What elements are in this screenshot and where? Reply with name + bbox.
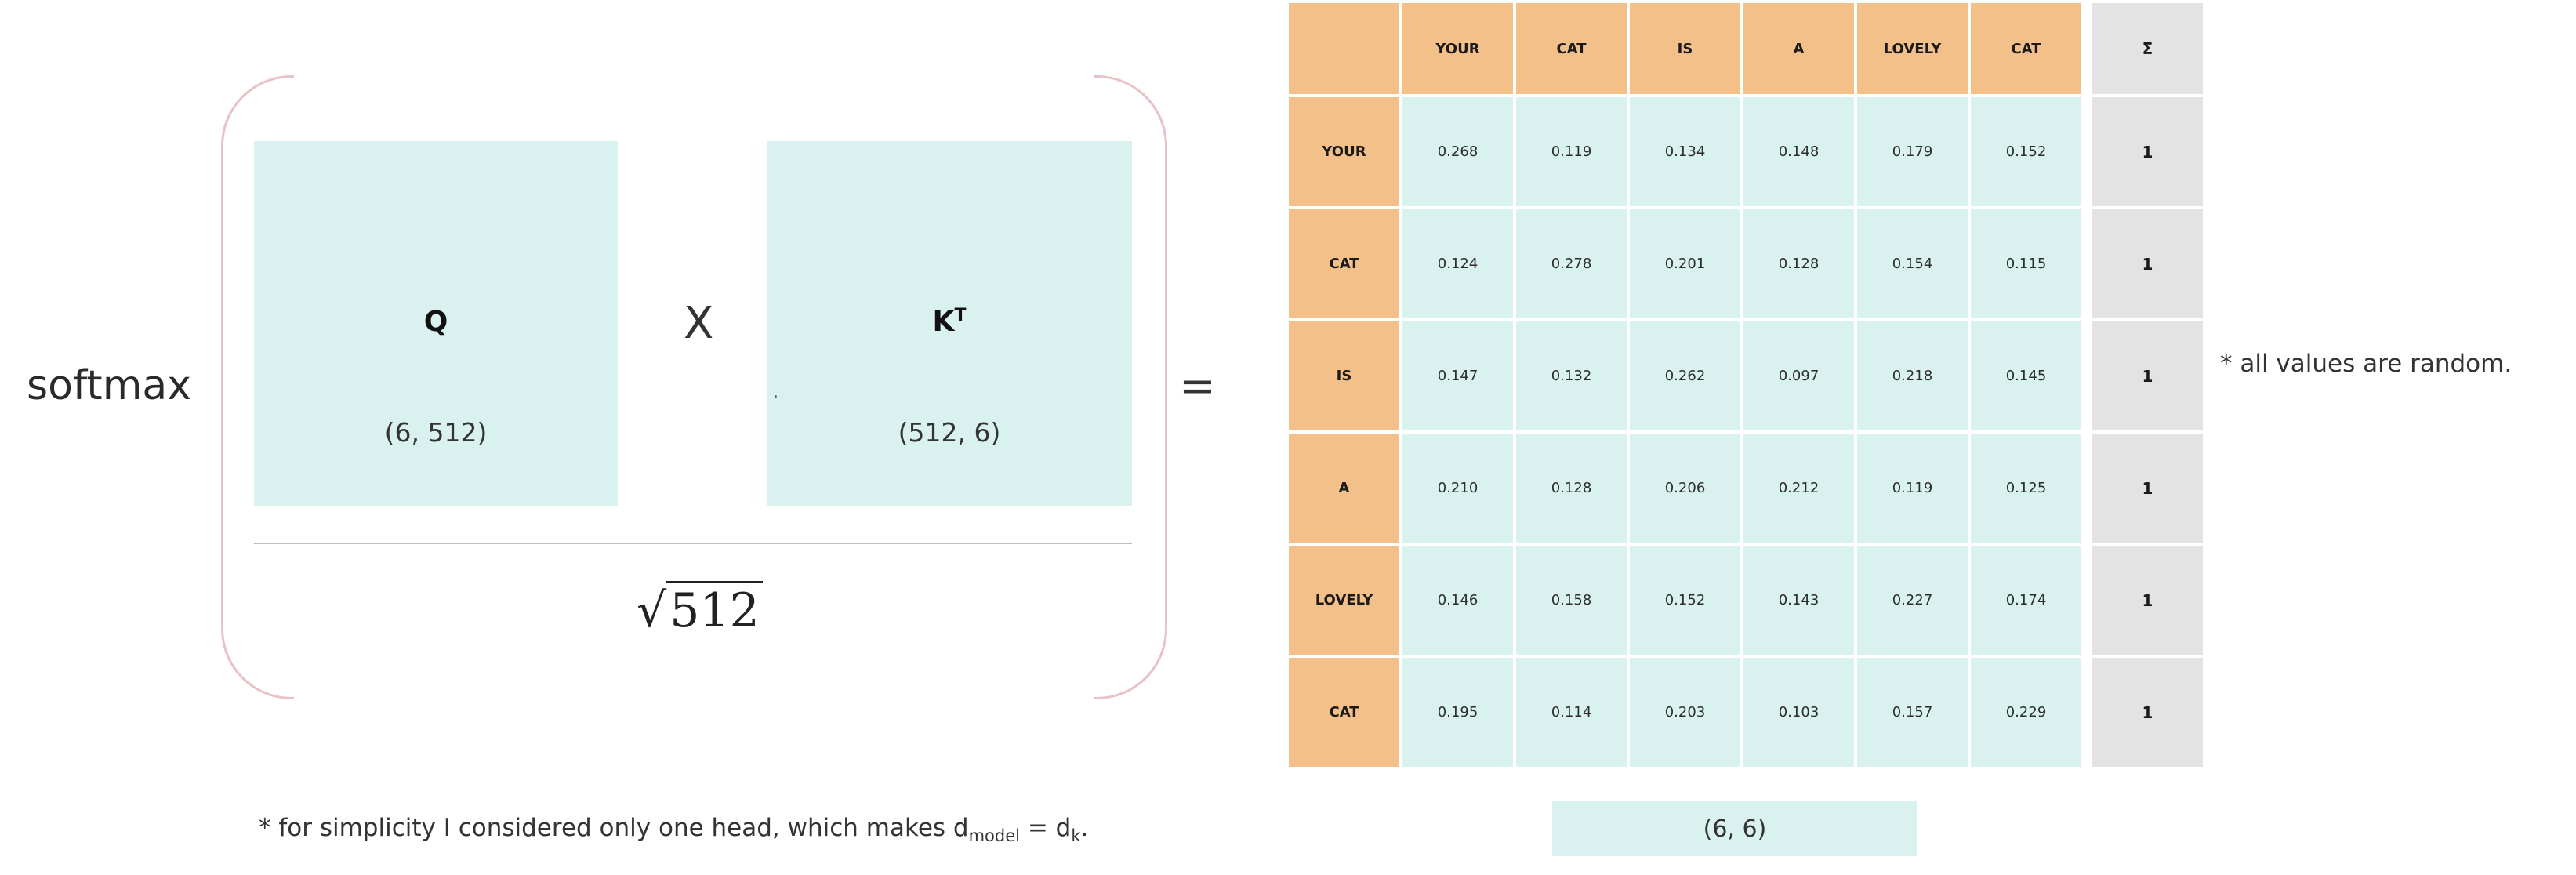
- score-cell: 0.278: [1516, 209, 1627, 318]
- note-subscript-model: model: [968, 826, 1020, 846]
- table-row: A 0.210 0.128 0.206 0.212 0.119 0.125 1: [1289, 434, 2203, 543]
- kt-transpose-sup: T: [954, 306, 967, 325]
- score-cell: 0.154: [1857, 209, 1968, 318]
- score-cell: 0.210: [1402, 434, 1513, 543]
- score-cell: 0.152: [1971, 97, 2081, 206]
- score-cell: 0.128: [1743, 209, 1854, 318]
- column-gap: [2084, 97, 2089, 206]
- row-sum-cell: 1: [2092, 209, 2203, 318]
- score-cell: 0.097: [1743, 321, 1854, 430]
- score-cell: 0.158: [1516, 546, 1627, 655]
- table-row: IS 0.147 0.132 0.262 0.097 0.218 0.145 1: [1289, 321, 2203, 430]
- column-gap: [2084, 3, 2089, 94]
- score-cell: 0.147: [1402, 321, 1513, 430]
- row-header: CAT: [1289, 658, 1399, 767]
- score-cell: 0.146: [1402, 546, 1513, 655]
- score-cell: 0.206: [1630, 434, 1740, 543]
- column-gap: [2084, 321, 2089, 430]
- score-cell: 0.201: [1630, 209, 1740, 318]
- column-header: IS: [1630, 3, 1740, 94]
- table-row: CAT 0.195 0.114 0.203 0.103 0.157 0.229 …: [1289, 658, 2203, 767]
- score-cell: 0.145: [1971, 321, 2081, 430]
- score-cell: 0.152: [1630, 546, 1740, 655]
- single-head-note: * for simplicity I considered only one h…: [259, 814, 1088, 845]
- kt-letter: K: [932, 306, 955, 338]
- sum-header: Σ: [2092, 3, 2203, 94]
- score-cell: 0.143: [1743, 546, 1854, 655]
- random-values-note: * all values are random.: [2220, 350, 2513, 378]
- column-header: YOUR: [1402, 3, 1513, 94]
- score-cell: 0.119: [1516, 97, 1627, 206]
- table-row: LOVELY 0.146 0.158 0.152 0.143 0.227 0.1…: [1289, 546, 2203, 655]
- score-cell: 0.195: [1402, 658, 1513, 767]
- row-header: A: [1289, 434, 1399, 543]
- q-matrix-name: Q: [423, 306, 448, 338]
- softmax-label: softmax: [27, 362, 191, 409]
- score-cell: 0.119: [1857, 434, 1968, 543]
- score-cell: 0.157: [1857, 658, 1968, 767]
- row-sum-cell: 1: [2092, 434, 2203, 543]
- score-cell: 0.148: [1743, 97, 1854, 206]
- score-cell: 0.132: [1516, 321, 1627, 430]
- sqrt-denominator: √512: [637, 581, 763, 638]
- column-gap: [2084, 546, 2089, 655]
- kt-matrix-dim: (512, 6): [898, 417, 1001, 448]
- column-header: A: [1743, 3, 1854, 94]
- column-header: CAT: [1516, 3, 1627, 94]
- score-cell: 0.134: [1630, 97, 1740, 206]
- row-header: LOVELY: [1289, 546, 1399, 655]
- note-text-end: .: [1080, 814, 1089, 842]
- score-cell: 0.268: [1402, 97, 1513, 206]
- equals-sign: =: [1179, 361, 1216, 412]
- column-gap: [2084, 434, 2089, 543]
- column-gap: [2084, 658, 2089, 767]
- row-sum-cell: 1: [2092, 546, 2203, 655]
- score-cell: 0.262: [1630, 321, 1740, 430]
- table-header-row: YOUR CAT IS A LOVELY CAT Σ: [1289, 3, 2203, 94]
- q-matrix-dim: (6, 512): [384, 417, 488, 448]
- table-row: YOUR 0.268 0.119 0.134 0.148 0.179 0.152…: [1289, 97, 2203, 206]
- score-cell: 0.179: [1857, 97, 1968, 206]
- row-header: IS: [1289, 321, 1399, 430]
- corner-header-cell: [1289, 3, 1399, 94]
- note-subscript-k: k: [1071, 826, 1081, 846]
- score-cell: 0.229: [1971, 658, 2081, 767]
- note-text-equals: = d: [1019, 814, 1072, 842]
- row-header: YOUR: [1289, 97, 1399, 206]
- column-header: LOVELY: [1857, 3, 1968, 94]
- dot-mark: .: [773, 383, 778, 402]
- score-cell: 0.227: [1857, 546, 1968, 655]
- score-cell: 0.212: [1743, 434, 1854, 543]
- row-sum-cell: 1: [2092, 658, 2203, 767]
- row-header: CAT: [1289, 209, 1399, 318]
- score-cell: 0.174: [1971, 546, 2081, 655]
- output-shape-label: (6, 6): [1552, 801, 1917, 856]
- attention-score-table: YOUR CAT IS A LOVELY CAT Σ YOUR 0.268 0.…: [1286, 0, 2206, 770]
- row-sum-cell: 1: [2092, 97, 2203, 206]
- column-header: CAT: [1971, 3, 2081, 94]
- note-text: * for simplicity I considered only one h…: [259, 814, 969, 842]
- score-cell: 0.128: [1516, 434, 1627, 543]
- sqrt-value: 512: [666, 581, 763, 638]
- score-cell: 0.203: [1630, 658, 1740, 767]
- kt-matrix-name: KT: [767, 306, 1132, 338]
- score-cell: 0.125: [1971, 434, 2081, 543]
- score-cell: 0.115: [1971, 209, 2081, 318]
- fraction-bar: [254, 543, 1132, 544]
- q-matrix-box: Q (6, 512): [254, 141, 618, 506]
- times-sign: X: [684, 298, 714, 349]
- row-sum-cell: 1: [2092, 321, 2203, 430]
- table-row: CAT 0.124 0.278 0.201 0.128 0.154 0.115 …: [1289, 209, 2203, 318]
- score-cell: 0.103: [1743, 658, 1854, 767]
- score-cell: 0.124: [1402, 209, 1513, 318]
- score-cell: 0.218: [1857, 321, 1968, 430]
- column-gap: [2084, 209, 2089, 318]
- score-cell: 0.114: [1516, 658, 1627, 767]
- sqrt-symbol: √: [637, 583, 667, 638]
- kt-matrix-box: KT (512, 6): [767, 141, 1132, 506]
